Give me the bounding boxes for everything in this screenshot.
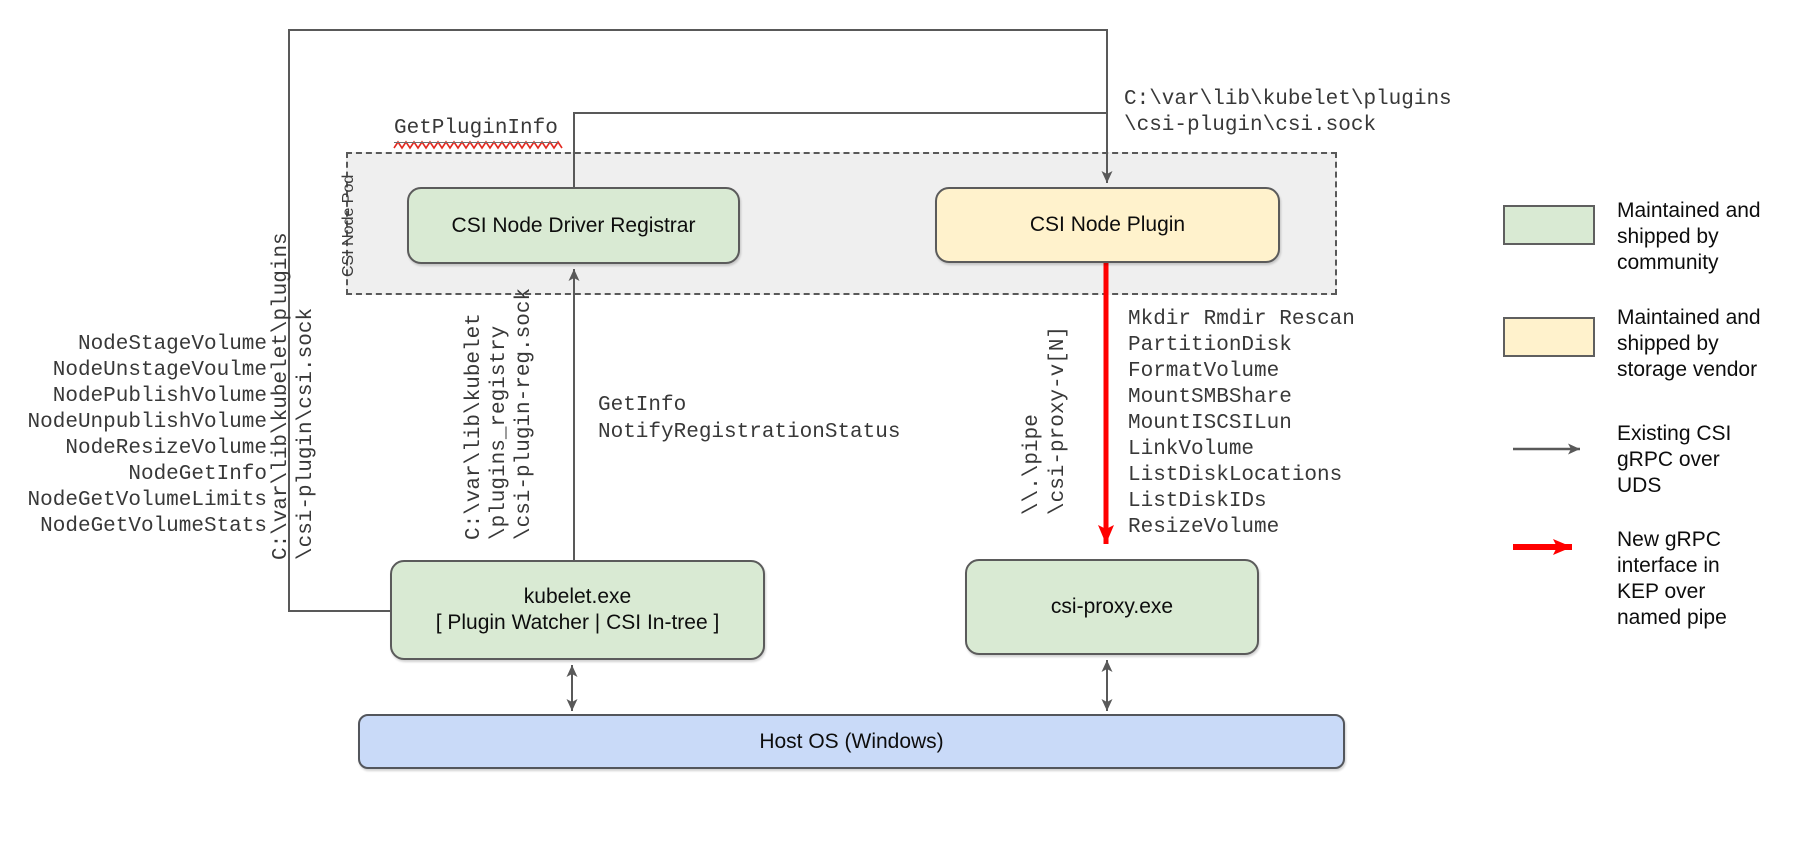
host-os-box: Host OS (Windows): [358, 714, 1345, 769]
csi-proxy-box: csi-proxy.exe: [965, 559, 1259, 655]
ops-item: MountSMBShare: [1128, 386, 1292, 409]
csi-proxy-label: csi-proxy.exe: [1050, 595, 1174, 618]
csi-node-driver-registrar-box: CSI Node Driver Registrar: [407, 187, 740, 264]
registrar-getplugininfo-connector: [573, 112, 1107, 187]
plugin-socket-path-label: C:\var\lib\kubelet\plugins \csi-plugin\c…: [1124, 88, 1452, 137]
plugin-label: CSI Node Plugin: [1029, 213, 1186, 236]
registry-socket-path-line1: C:\var\lib\kubelet: [463, 313, 486, 540]
legend-uds-label: Existing CSI gRPC over UDS: [1617, 422, 1732, 497]
kubelet-sublabel: [ Plugin Watcher | CSI In-tree ]: [435, 611, 720, 634]
node-rpc-list: NodeStageVolume NodeUnstageVoulme NodePu…: [10, 332, 267, 540]
legend-vendor-label: Maintained and shipped by storage vendor: [1617, 306, 1761, 381]
ops-item: FormatVolume: [1128, 360, 1280, 383]
ops-item: MountISCSILun: [1128, 412, 1292, 435]
ops-item: LinkVolume: [1128, 438, 1255, 461]
rpc-item: NodePublishVolume: [52, 385, 267, 408]
legend-community-swatch: [1503, 205, 1595, 245]
kubelet-socket-path-rotated-line2: \csi-plugin\csi.sock: [295, 307, 318, 560]
ops-item: ListDiskLocations: [1128, 464, 1343, 487]
registry-socket-path-line2: \plugins_registry: [488, 325, 511, 540]
registration-rpc-labels: GetInfo NotifyRegistrationStatus: [598, 394, 901, 444]
registrar-label: CSI Node Driver Registrar: [451, 213, 696, 237]
legend-community-label: Maintained and shipped by community: [1617, 199, 1761, 274]
legend-vendor-swatch: [1503, 317, 1595, 357]
ops-item: ListDiskIDs: [1128, 490, 1267, 513]
rpc-item: NodeGetVolumeLimits: [27, 489, 267, 512]
named-pipe-path-line2: \csi-proxy-v[N]: [1047, 325, 1070, 515]
named-pipe-path-line1: \\.\pipe: [1021, 414, 1044, 515]
rpc-item: NodeResizeVolume: [65, 437, 267, 460]
ops-item: PartitionDisk: [1128, 334, 1292, 357]
legend-pipe-label: New gRPC interface in KEP over named pip…: [1617, 528, 1727, 629]
rpc-item: NodeUnpublishVolume: [27, 411, 267, 434]
rpc-item: NodeStageVolume: [77, 333, 267, 356]
csi-node-plugin-box: CSI Node Plugin: [935, 187, 1280, 263]
getplugininfo-squiggle-icon: [393, 140, 563, 150]
csi-node-pod-label: CSI Node Pod: [340, 174, 357, 277]
getplugininfo-label: GetPluginInfo: [394, 116, 558, 143]
rpc-item: NodeGetVolumeStats: [40, 515, 267, 538]
rpc-item: NodeGetInfo: [128, 463, 267, 486]
kubelet-socket-path-rotated-line1: C:\var\lib\kubelet\plugins: [270, 232, 293, 560]
kubelet-box: kubelet.exe [ Plugin Watcher | CSI In-tr…: [390, 560, 765, 660]
ops-item: ResizeVolume: [1128, 516, 1280, 539]
kubelet-label: kubelet.exe: [523, 585, 632, 608]
registry-socket-path-line3: \csi-plugin-reg.sock: [513, 287, 536, 540]
host-os-label: Host OS (Windows): [759, 729, 944, 753]
kubelet-to-plugin-uds-connector: [288, 29, 1113, 612]
ops-item: Mkdir Rmdir Rescan: [1128, 308, 1355, 331]
rpc-item: NodeUnstageVoulme: [52, 359, 267, 382]
csi-proxy-ops-list: Mkdir Rmdir Rescan PartitionDisk FormatV…: [1128, 307, 1355, 541]
